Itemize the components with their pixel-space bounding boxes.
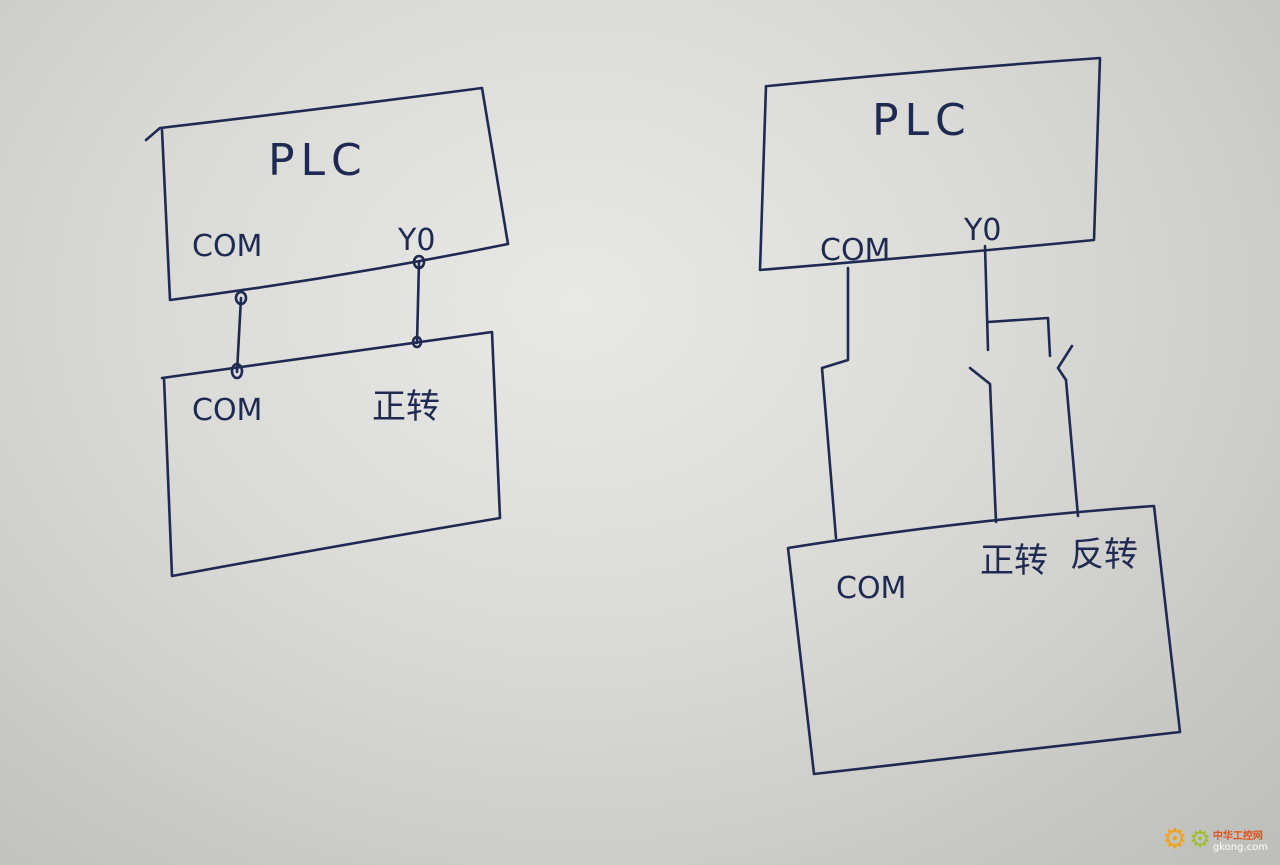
gear-small-icon: ⚙ xyxy=(1189,825,1211,853)
watermark: ⚙ ⚙ 中华工控网 gkong.com xyxy=(1162,822,1268,855)
left-device-forward-label: 正转 xyxy=(372,387,440,427)
left-wire-y0 xyxy=(415,260,421,345)
gear-icon: ⚙ xyxy=(1162,822,1188,855)
left-plc-box xyxy=(144,86,510,302)
left-plc-com-label: COM xyxy=(192,229,262,264)
watermark-site: gkong.com xyxy=(1212,842,1268,853)
right-device-box xyxy=(786,504,1182,776)
right-wire-y0-forward xyxy=(968,244,998,524)
right-device-com-label: COM xyxy=(836,571,906,606)
left-wire-com xyxy=(235,296,243,374)
right-wire-y0-reverse xyxy=(986,316,1080,518)
left-plc-label: PLC xyxy=(268,135,368,186)
left-plc-y0-label: Y0 xyxy=(397,223,435,258)
watermark-brand: 中华工控网 xyxy=(1212,831,1263,842)
right-plc-label: PLC xyxy=(872,95,972,146)
left-node-dev-com xyxy=(230,362,244,380)
right-plc-box xyxy=(758,56,1102,272)
left-node-plc-com xyxy=(234,290,248,306)
left-node-plc-y0 xyxy=(412,254,426,270)
right-diagram: PLC COM Y0 COM 正转 反转 xyxy=(758,56,1182,776)
right-device-reverse-label: 反转 xyxy=(1070,535,1138,575)
left-device-box xyxy=(160,330,502,578)
left-device-com-label: COM xyxy=(192,393,262,428)
right-device-forward-label: 正转 xyxy=(980,541,1048,581)
right-plc-y0-label: Y0 xyxy=(963,213,1001,248)
right-wire-com xyxy=(820,266,850,540)
right-plc-com-label: COM xyxy=(820,233,890,268)
left-diagram: PLC COM Y0 COM 正转 xyxy=(144,86,510,578)
